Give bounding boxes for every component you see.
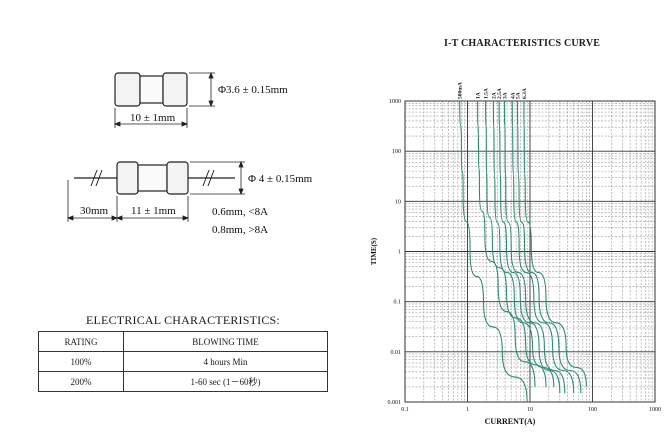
series-line-5A [516,100,582,394]
series-line-2.5A [498,100,561,394]
x-tick-label: 0.1 [401,407,409,413]
bottom-lead-length-label: 30mm [80,205,109,217]
grid-lines [404,100,656,403]
series-label: 4A [510,92,516,99]
y-axis-label: TIME(S) [370,237,378,265]
series-line-1A [477,100,536,387]
top-length-label: 10 ± 1mm [130,112,176,124]
x-axis-label: CURRENT(A) [485,417,536,426]
x-tick-label: 100 [588,407,597,413]
series-label: 1.5A [484,88,490,99]
series-label: 3A [502,92,508,99]
fuse-bottom-dimensions [66,160,245,222]
y-tick-label: 10 [395,199,401,205]
y-tick-label: 0.001 [388,400,402,406]
table-header-row: RATING BLOWING TIME [38,331,328,352]
series-label: 2A [491,92,497,99]
wire-small-label: 0.6mm, <8A [212,206,268,218]
series-line-500mA [459,100,528,403]
x-tick-label: 10 [527,407,533,413]
fuse-top-dimensions [113,71,215,128]
y-tick-label: 0.01 [391,350,402,356]
chart-title: I-T CHARACTERISTICS CURVE [444,38,601,49]
series-label: 2.5A [497,88,503,99]
it-curve-chart: 0.1 1 10 100 1000 1000 100 10 1 0.1 0.01 0.001CURRE… [370,82,661,426]
series-line-3A [503,100,566,394]
table-cell: 4 hours Min [123,351,328,372]
x-tick-label: 1 [466,407,469,413]
x-tick-label: 1000 [649,407,661,413]
table-row: 200% 1-60 sec (1－60秒) [38,371,328,392]
y-tick-label: 1 [398,250,401,256]
electrical-title: ELECTRICAL CHARACTERISTICS: [86,313,280,327]
series-label: 500mA [458,82,464,99]
bottom-diameter-label: Φ 4 ± 0.15mm [248,173,313,185]
series-line-6.3A [523,100,587,387]
wire-large-label: 0.8mm, >8A [212,224,268,236]
table-header-cell: BLOWING TIME [123,331,328,352]
table-header-cell: RATING [38,331,124,352]
series-label: 1A [476,92,482,99]
top-diameter-label: Φ3.6 ± 0.15mm [218,84,288,96]
series-line-4A [511,100,575,394]
fuse-bottom-illustration [74,161,235,195]
y-tick-label: 1000 [389,99,401,105]
fuse-drawing: Φ3.6 ± 0.15mm 10 ± 1mm Φ 4 ± 0.15mm 30mm… [66,71,313,236]
y-tick-label: 0.1 [394,300,402,306]
y-tick-label: 100 [392,149,401,155]
fuse-top-illustration [114,72,188,107]
series-label: 6.3A [522,88,528,99]
table-cell: 200% [38,371,124,392]
series-label: 5A [515,92,521,99]
table-row: 100% 4 hours Min [38,351,328,372]
bottom-body-length-label: 11 ± 1mm [131,205,176,217]
series-line-1.5A [485,100,547,387]
electrical-table: RATING BLOWING TIME 100% 4 hours Min 200… [38,331,328,392]
table-cell: 1-60 sec (1－60秒) [123,371,328,392]
series-line-2A [492,100,555,387]
table-cell: 100% [38,351,124,372]
